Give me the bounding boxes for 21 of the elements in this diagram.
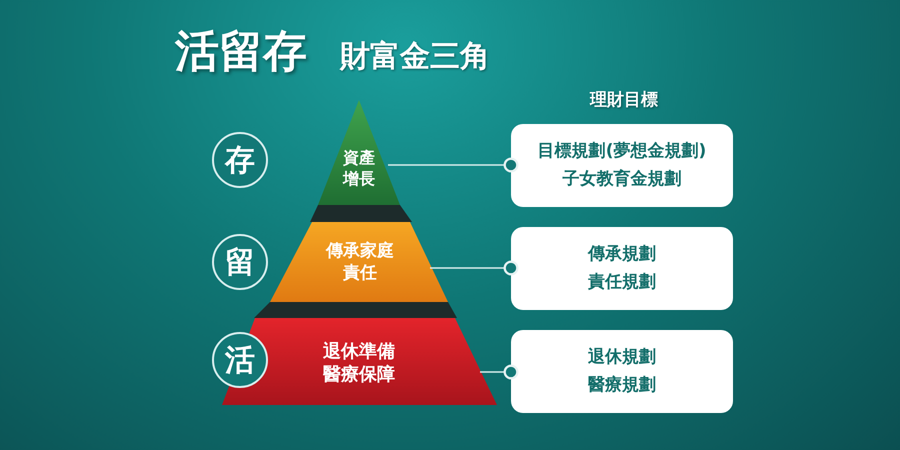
pyramid-tier (270, 222, 448, 302)
tier-text: 資產增長 (342, 148, 376, 190)
letter-circle: 存 (212, 132, 268, 188)
connector-line (430, 260, 518, 276)
connector-line (480, 364, 518, 380)
goal-text: 傳承規劃責任規劃 (586, 243, 657, 294)
letter-circle: 活 (212, 332, 268, 388)
title: 活留存 (175, 25, 307, 79)
goal-box (511, 124, 733, 207)
column-heading: 理財目標 (590, 89, 658, 111)
goal-text: 目標規劃(夢想金規劃)子女教育金規劃 (536, 140, 708, 190)
letter-circle: 留 (212, 234, 268, 290)
connector-line (388, 158, 518, 172)
pyramid-tier (318, 100, 400, 205)
tier-text: 退休準備醫療保障 (322, 340, 396, 387)
goal-box (511, 227, 733, 310)
subtitle: 財富金三角 (340, 38, 490, 76)
goal-text: 退休規劃醫療規劃 (587, 346, 657, 396)
goal-box (511, 330, 733, 413)
tier-text: 傳承家庭責任 (324, 240, 395, 284)
pyramid-tier (222, 318, 497, 405)
